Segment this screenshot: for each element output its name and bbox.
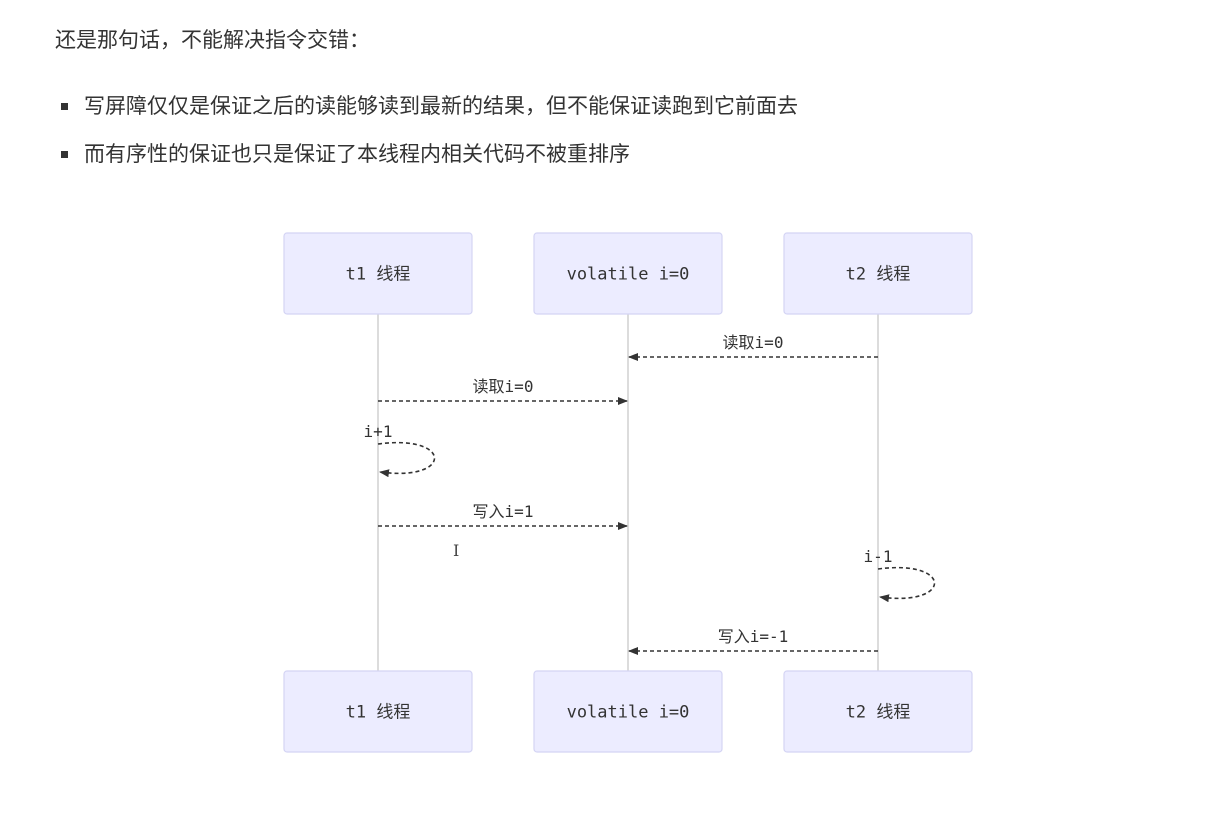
- bullet-list: 写屏障仅仅是保证之后的读能够读到最新的结果，但不能保证读跑到它前面去 而有序性的…: [55, 82, 798, 178]
- bullet-marker-icon: [61, 103, 68, 110]
- message-2: 读取i=0: [378, 377, 628, 405]
- participant-vol-bottom: volatile i=0: [533, 670, 723, 753]
- participant-box: [783, 232, 973, 315]
- message-4: 写入i=1: [378, 502, 628, 530]
- participant-label: t2 线程: [846, 703, 911, 723]
- participant-box: [533, 670, 723, 753]
- message-label: i+1: [364, 422, 393, 441]
- participant-label: t2 线程: [846, 265, 911, 285]
- message-label: 写入i=1: [473, 502, 534, 521]
- message-label: 写入i=-1: [718, 627, 789, 646]
- intro-text: 还是那句话，不能解决指令交错：: [55, 28, 370, 52]
- self-message-arrow: [377, 441, 436, 478]
- message-label: 读取i=0: [473, 377, 534, 396]
- message-1: 读取i=0: [628, 333, 878, 361]
- bullet-text: 而有序性的保证也只是保证了本线程内相关代码不被重排序: [84, 142, 630, 166]
- participant-t1-top: t1 线程: [283, 232, 473, 315]
- message-3: i+1: [364, 422, 436, 478]
- participant-box: [783, 670, 973, 753]
- participant-label: volatile i=0: [567, 703, 690, 723]
- message-label: 读取i=0: [723, 333, 784, 352]
- bullet-marker-icon: [61, 151, 68, 158]
- message-6: 写入i=-1: [628, 627, 878, 655]
- participant-t2-top: t2 线程: [783, 232, 973, 315]
- participant-box: [533, 232, 723, 315]
- participant-label: volatile i=0: [567, 265, 690, 285]
- bullet-item: 写屏障仅仅是保证之后的读能够读到最新的结果，但不能保证读跑到它前面去: [55, 82, 798, 130]
- participant-box: [283, 670, 473, 753]
- message-label: i-1: [864, 547, 893, 566]
- self-message-arrow: [877, 566, 936, 603]
- message-5: i-1: [864, 547, 936, 603]
- participant-vol-top: volatile i=0: [533, 232, 723, 315]
- text-cursor-icon: I: [453, 541, 460, 560]
- participant-box: [283, 232, 473, 315]
- participant-t2-bottom: t2 线程: [783, 670, 973, 753]
- participant-t1-bottom: t1 线程: [283, 670, 473, 753]
- bullet-text: 写屏障仅仅是保证之后的读能够读到最新的结果，但不能保证读跑到它前面去: [84, 94, 798, 118]
- bullet-item: 而有序性的保证也只是保证了本线程内相关代码不被重排序: [55, 130, 798, 178]
- participant-label: t1 线程: [346, 265, 411, 285]
- participant-label: t1 线程: [346, 703, 411, 723]
